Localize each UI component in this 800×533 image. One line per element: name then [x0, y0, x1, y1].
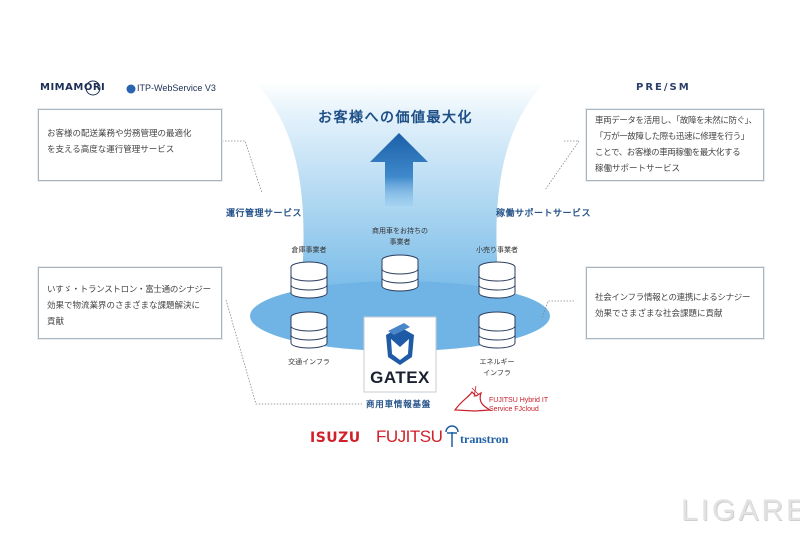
info-line: お客様の配送業務や労務管理の最適化 [47, 129, 192, 139]
itp-globe-icon [126, 84, 136, 94]
connector-bottom-left [225, 299, 362, 405]
info-line: を支える高度な運行管理サービス [47, 145, 175, 155]
mimamori-logo: MIMAMORI [40, 82, 106, 93]
database-icon-left-bottom [290, 311, 328, 349]
info-line: 稼働サポートサービス [595, 164, 681, 174]
gatex-wordmark: GATEX [370, 368, 430, 387]
database-icon-right-bottom [478, 311, 516, 349]
info-box-top-right: 車両データを活用し、「故障を未然に防ぐ」、 「万が一故障した際も迅速に修理を行う… [586, 109, 764, 181]
info-box-bottom-left: いすゞ・トランストロン・富士通のシナジー 効果で物流業界のさまざまな課題解決に … [38, 267, 222, 339]
info-box-bottom-right: 社会インフラ情報との連携によるシナジー 効果でさまざまな社会課題に貢献 [586, 267, 764, 339]
node-label-line: エネルギー [479, 358, 515, 366]
database-icon-right-top [478, 261, 516, 299]
database-icon-left-top [290, 261, 328, 299]
fjcloud-line: FUJITSU Hybrid IT [489, 397, 549, 404]
node-label-commercial-vehicle-owners: 商用車をお持ちの 事業者 [365, 226, 435, 248]
info-line: 貢献 [47, 317, 65, 327]
prism-logo: PRE/SM [636, 82, 691, 93]
platform-label: 商用車情報基盤 [366, 400, 432, 410]
database-icons [290, 254, 516, 349]
info-line: ことで、お客様の車両稼働を最大化する [595, 148, 741, 158]
info-line: 社会インフラ情報との連携によるシナジー [595, 293, 751, 303]
info-box-top-left: お客様の配送業務や労務管理の最適化 を支える高度な運行管理サービス [38, 109, 222, 181]
transtron-logo-icon [445, 425, 459, 447]
fjcloud-spark-icon [471, 385, 480, 398]
fjcloud-mountain-icon [453, 391, 493, 412]
transtron-logo: transtron [460, 432, 509, 446]
connector-top-left [222, 140, 263, 194]
ligare-watermark: LIGARE [681, 494, 800, 527]
info-line: 効果で物流業界のさまざまな課題解決に [47, 301, 201, 311]
node-label-energy-infra: エネルギー インフラ [462, 357, 532, 379]
node-label-line: 商用車をお持ちの [372, 227, 428, 235]
up-arrow-icon [370, 133, 428, 206]
node-label-line: 事業者 [389, 238, 411, 246]
info-line: 「万が一故障した際も迅速に修理を行う」 [595, 132, 749, 142]
headline: お客様への価値最大化 [318, 110, 473, 126]
info-line: 効果でさまざまな社会課題に貢献 [595, 309, 723, 319]
isuzu-logo: ISUZU [310, 430, 361, 446]
itp-webservice-logo: ITP-WebService V3 [137, 83, 216, 93]
info-line: 車両データを活用し、「故障を未然に防ぐ」、 [595, 116, 757, 126]
node-label-warehouse: 倉庫事業者 [291, 246, 327, 254]
service-label-left: 運行管理サービス [226, 209, 303, 219]
node-label-traffic-infra: 交通インフラ [288, 358, 330, 366]
database-icon-center [381, 254, 419, 292]
gatex-logo-icon [386, 323, 414, 365]
info-line: いすゞ・トランストロン・富士通のシナジー [47, 285, 211, 295]
fjcloud-line: Service FJcloud [489, 406, 539, 413]
service-label-right: 稼働サポートサービス [496, 209, 592, 219]
mimamori-ring-icon [85, 80, 101, 96]
fujitsu-logo: FUJITSU [376, 427, 443, 446]
connector-top-right [544, 140, 580, 191]
node-label-retail: 小売り事業者 [476, 246, 518, 254]
node-label-line: インフラ [483, 369, 511, 377]
fjcloud-logo: FUJITSU Hybrid IT Service FJcloud [489, 396, 548, 414]
